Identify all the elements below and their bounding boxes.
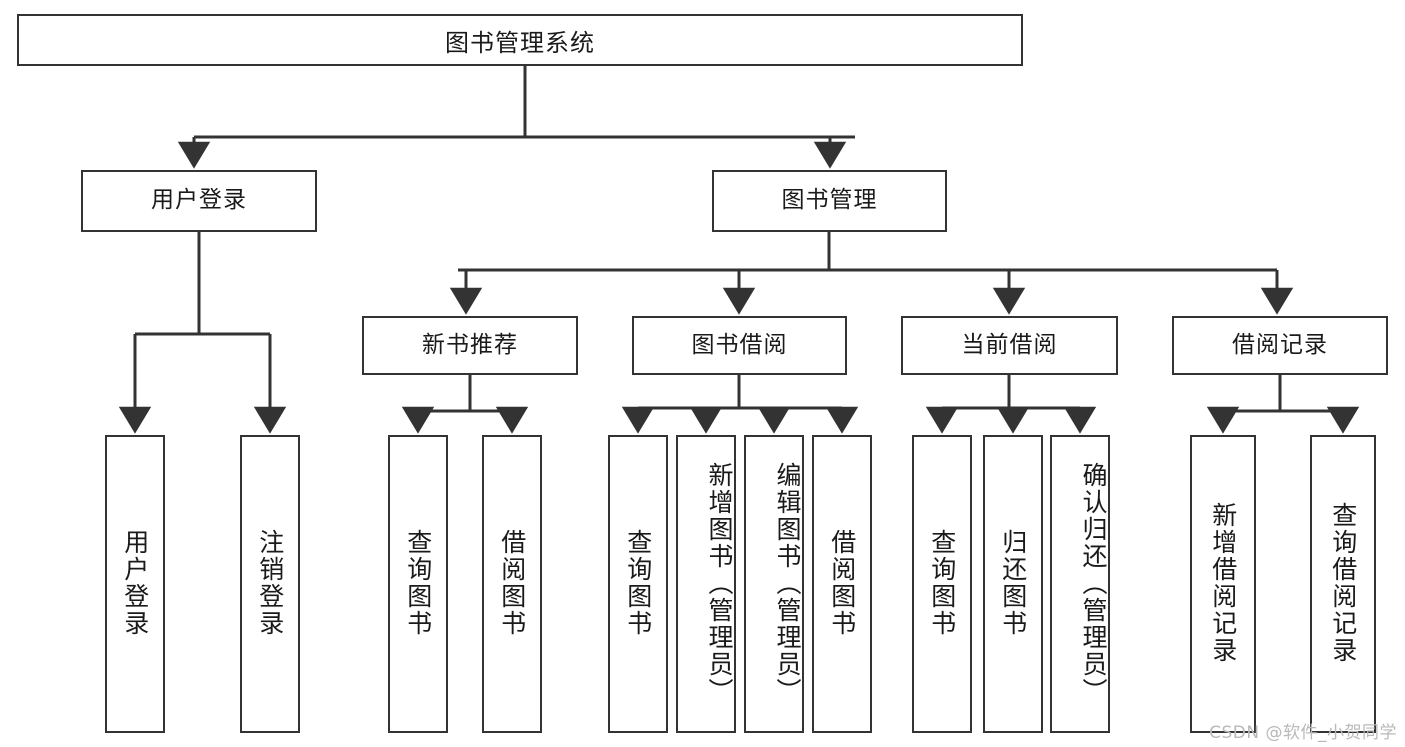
leaf-borrow-book-borrowing[interactable]: 借阅图书 — [812, 435, 872, 733]
node-label: 新增借阅记录 — [1208, 502, 1238, 664]
node-borrowing-record[interactable]: 借阅记录 — [1172, 316, 1388, 375]
node-label: 图书借阅 — [691, 331, 788, 358]
node-label: 用户登录 — [120, 529, 150, 637]
node-label: 查询图书 — [403, 529, 433, 637]
node-label: 当前借阅 — [961, 331, 1058, 358]
node-label: 查询图书 — [623, 529, 653, 637]
leaf-return-book[interactable]: 归还图书 — [983, 435, 1043, 733]
leaf-query-borrowing-record[interactable]: 查询借阅记录 — [1310, 435, 1376, 733]
node-new-book-recommendation[interactable]: 新书推荐 — [362, 316, 578, 375]
node-label: 归还图书 — [998, 529, 1028, 637]
node-label: 借阅记录 — [1232, 331, 1328, 358]
node-label: 用户登录 — [151, 187, 247, 214]
leaf-query-book-borrowing[interactable]: 查询图书 — [608, 435, 668, 733]
leaf-logout[interactable]: 注销登录 — [240, 435, 300, 733]
leaf-edit-book-admin[interactable]: 编辑图书（管理员） — [744, 435, 804, 733]
node-book-management[interactable]: 图书管理 — [712, 170, 947, 232]
node-label: 新书推荐 — [422, 331, 518, 358]
leaf-query-book-current[interactable]: 查询图书 — [912, 435, 972, 733]
node-label: 新增图书（管理员） — [705, 461, 734, 705]
leaf-user-login[interactable]: 用户登录 — [105, 435, 165, 733]
node-root-book-management-system[interactable]: 图书管理系统 — [17, 14, 1023, 66]
node-current-borrowing[interactable]: 当前借阅 — [901, 316, 1118, 375]
node-label: 注销登录 — [255, 529, 285, 637]
node-label: 借阅图书 — [827, 529, 857, 637]
node-label: 查询图书 — [927, 529, 957, 637]
leaf-confirm-return-admin[interactable]: 确认归还（管理员） — [1050, 435, 1110, 733]
leaf-add-borrowing-record[interactable]: 新增借阅记录 — [1190, 435, 1256, 733]
node-label: 图书管理 — [781, 187, 878, 214]
node-book-borrowing[interactable]: 图书借阅 — [632, 316, 847, 375]
node-label: 查询借阅记录 — [1328, 502, 1358, 664]
node-user-login[interactable]: 用户登录 — [81, 170, 317, 232]
node-label: 编辑图书（管理员） — [773, 461, 802, 705]
node-label: 借阅图书 — [497, 529, 527, 637]
watermark: CSDN @软件_小贺同学 — [1209, 723, 1397, 743]
leaf-borrow-book-recommendation[interactable]: 借阅图书 — [482, 435, 542, 733]
leaf-add-book-admin[interactable]: 新增图书（管理员） — [676, 435, 736, 733]
leaf-query-book-recommendation[interactable]: 查询图书 — [388, 435, 448, 733]
node-label: 图书管理系统 — [445, 28, 595, 57]
node-label: 确认归还（管理员） — [1079, 461, 1108, 705]
